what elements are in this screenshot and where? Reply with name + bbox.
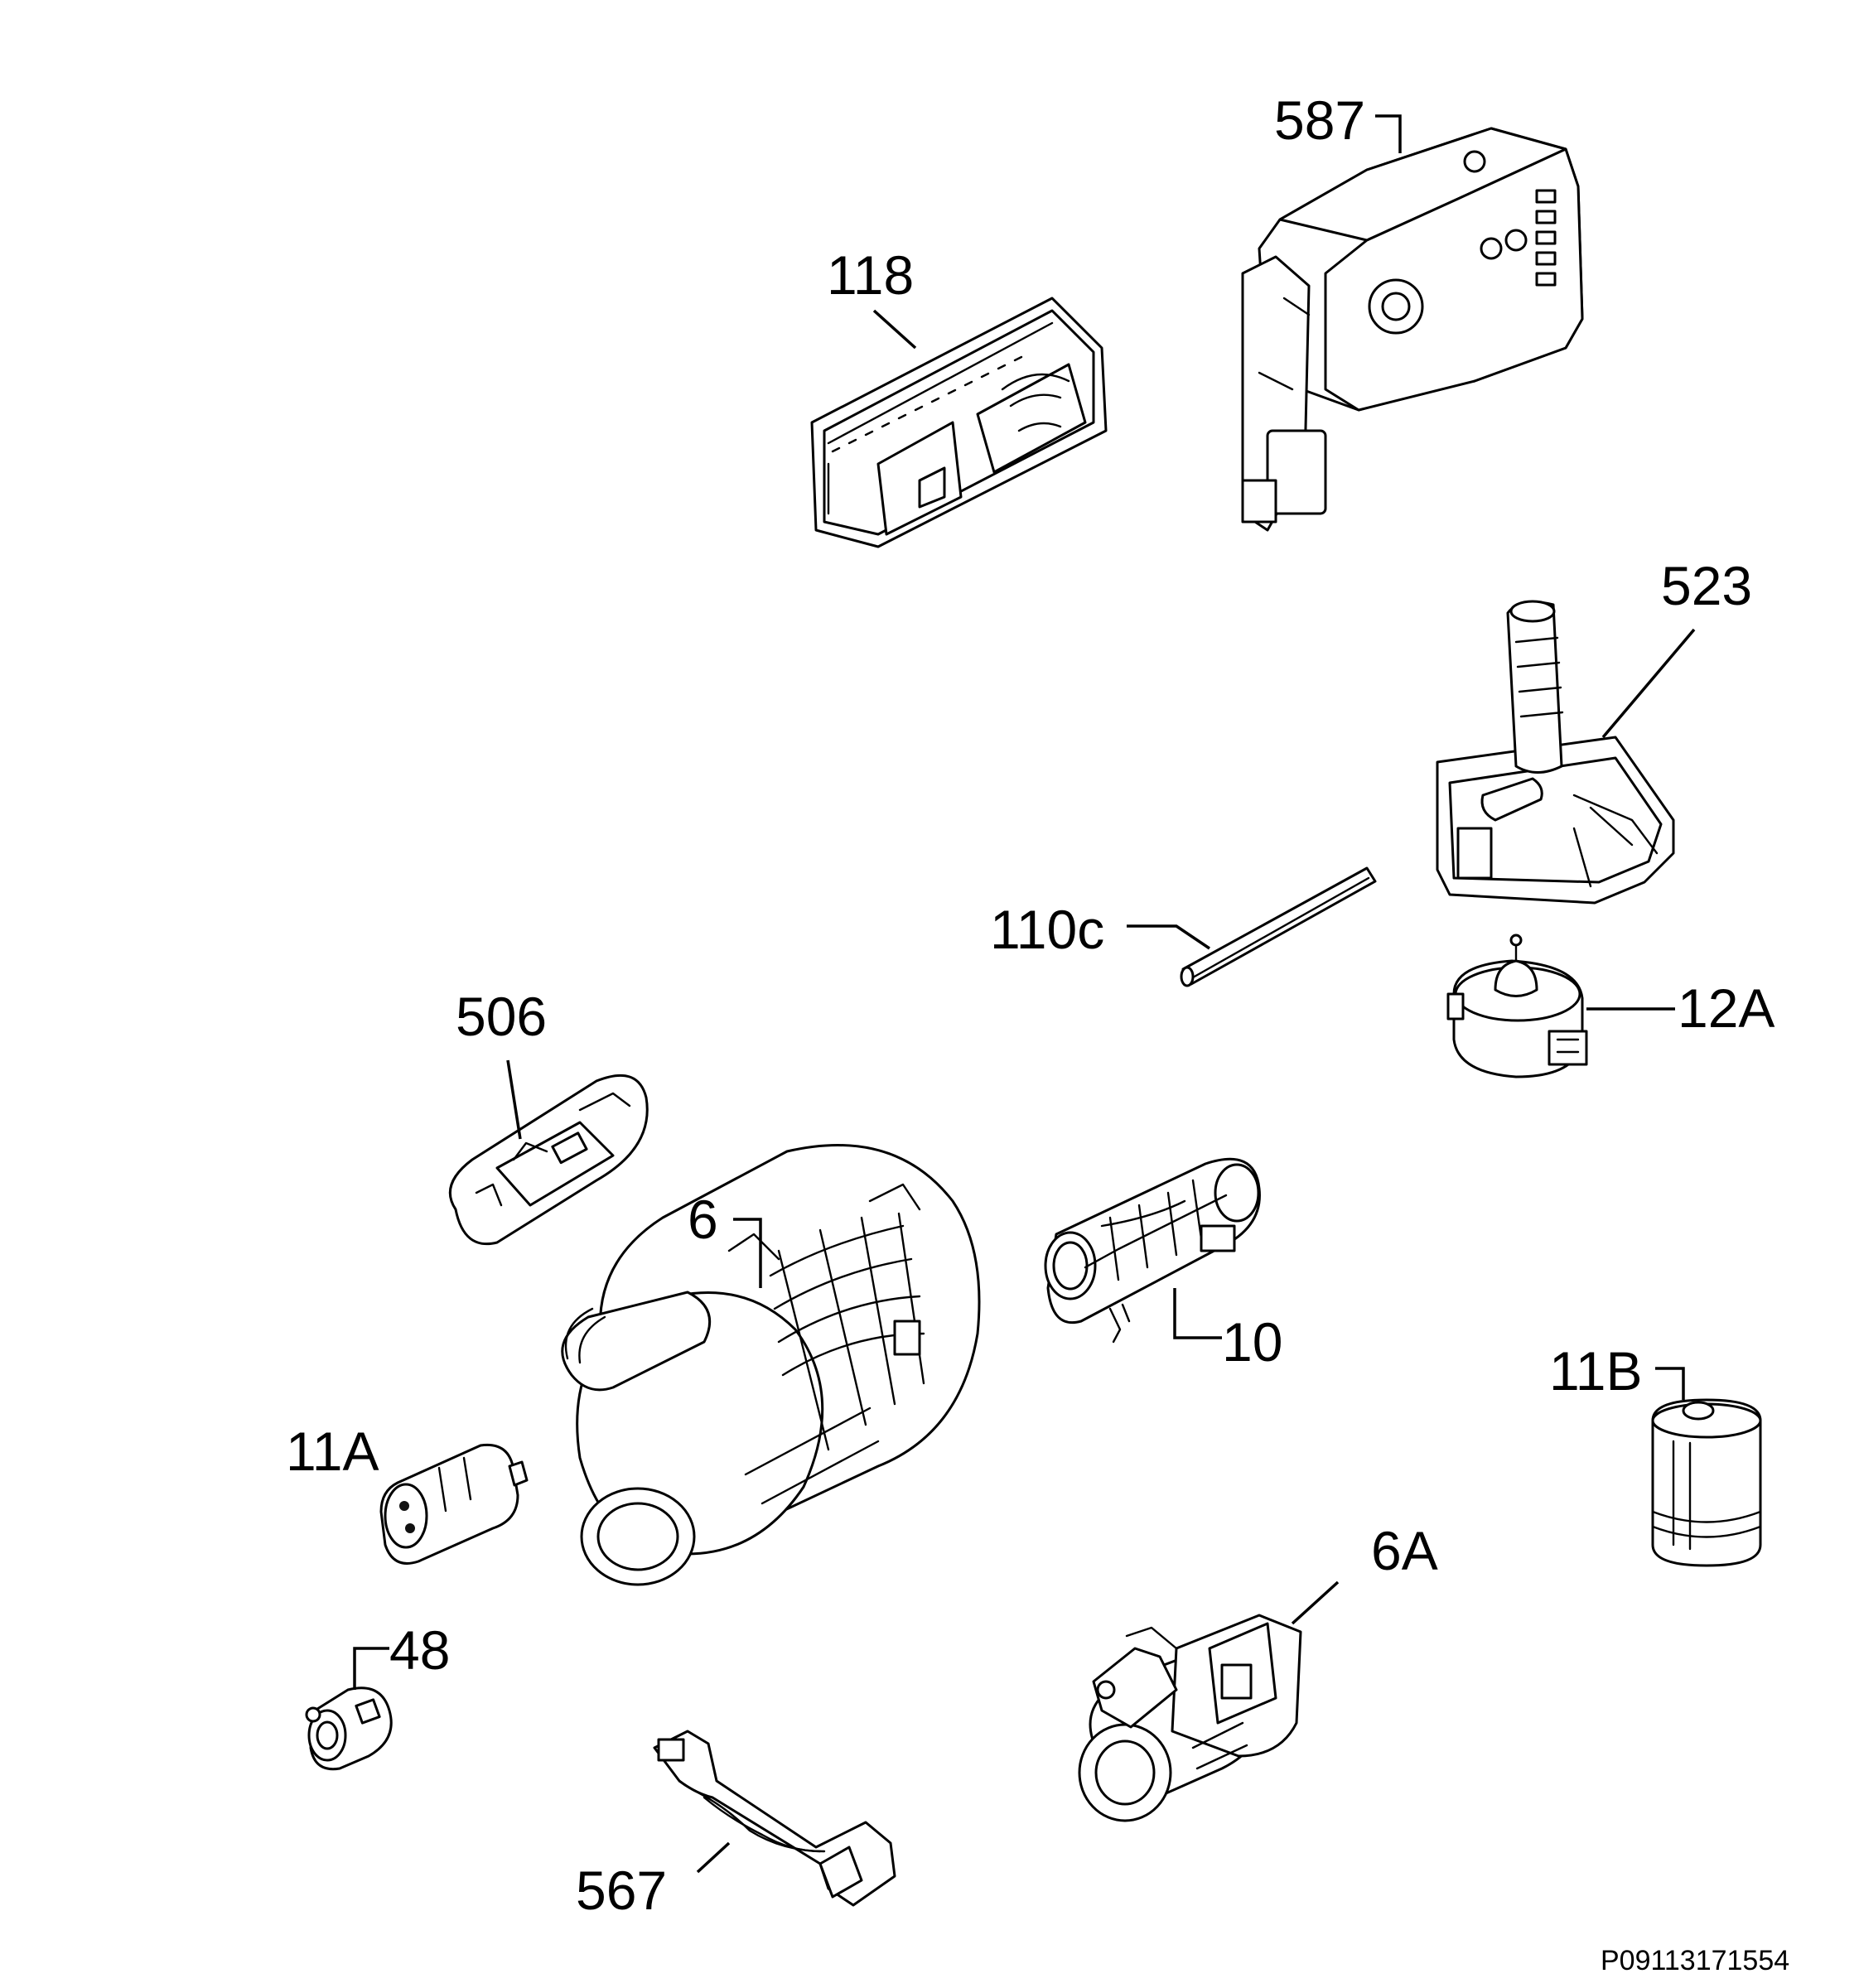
callout-label-10: 10 bbox=[1222, 1311, 1282, 1373]
callout-label-506: 506 bbox=[456, 986, 547, 1047]
callout-leader-110c bbox=[1127, 924, 1210, 950]
callout-label-11B: 11B bbox=[1549, 1340, 1643, 1402]
callout-leader-10 bbox=[1173, 1288, 1222, 1339]
part-11A-capacitor bbox=[379, 1443, 529, 1565]
callout-label-587: 587 bbox=[1274, 89, 1365, 151]
part-118-user-interface-board bbox=[810, 297, 1108, 548]
part-6A-drain-pump bbox=[1078, 1614, 1302, 1822]
callout-label-48: 48 bbox=[389, 1619, 450, 1681]
part-506-bracket bbox=[448, 1074, 649, 1246]
part-523-pressure-chamber bbox=[1436, 600, 1675, 905]
part-110c-hose bbox=[1180, 866, 1377, 987]
callout-label-110c: 110c bbox=[990, 899, 1104, 960]
callout-label-11A: 11A bbox=[286, 1421, 379, 1482]
part-11B-capacitor bbox=[1651, 1398, 1762, 1567]
part-567-bracket bbox=[653, 1730, 896, 1907]
callout-label-6: 6 bbox=[688, 1189, 718, 1250]
callout-label-567: 567 bbox=[576, 1860, 667, 1921]
callout-leader-506 bbox=[506, 1059, 522, 1140]
callout-leader-567 bbox=[696, 1841, 731, 1874]
callout-label-6A: 6A bbox=[1371, 1520, 1438, 1581]
part-6-circulation-pump bbox=[561, 1144, 981, 1586]
callout-leader-587 bbox=[1375, 114, 1402, 153]
part-48-plug bbox=[305, 1686, 393, 1771]
callout-leader-523 bbox=[1601, 628, 1696, 739]
callout-label-523: 523 bbox=[1661, 555, 1752, 616]
part-12A-pressure-switch bbox=[1446, 934, 1588, 1078]
callout-leader-48 bbox=[353, 1647, 389, 1690]
callout-leader-6 bbox=[733, 1218, 762, 1288]
callout-label-12A: 12A bbox=[1678, 977, 1775, 1039]
part-587-control-module bbox=[1241, 127, 1584, 532]
callout-label-118: 118 bbox=[827, 244, 914, 306]
part-10-heater bbox=[1044, 1157, 1261, 1344]
callout-leader-11B bbox=[1655, 1367, 1685, 1400]
callout-leader-118 bbox=[872, 309, 917, 350]
callout-leader-6A bbox=[1291, 1580, 1340, 1625]
document-id: P09113171554 bbox=[1601, 1945, 1789, 1976]
